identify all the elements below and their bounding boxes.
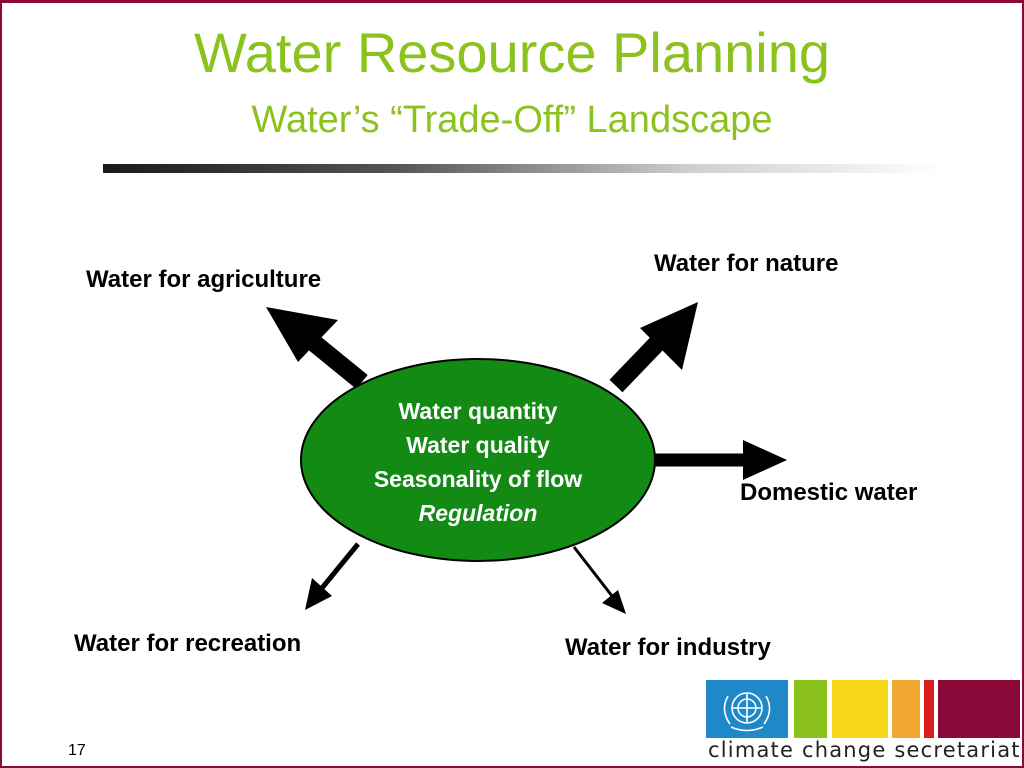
label-industry: Water for industry [565,634,771,661]
logo-text: climate change secretariat [708,738,1021,762]
slide-subtitle: Water’s “Trade-Off” Landscape [251,99,773,141]
center-line-seasonality: Seasonality of flow [373,466,583,492]
center-line-quality: Water quality [406,432,550,458]
un-emblem-icon [706,680,788,738]
logo-bar-maroon [938,680,1020,738]
center-text: Water quantity Water quality Seasonality… [300,394,656,530]
climate-change-secretariat-logo: climate change secretariat [706,680,1020,764]
logo-bar-green [794,680,827,738]
title-divider [103,164,943,173]
slide-title: Water Resource Planning [193,21,830,84]
center-ellipse [300,358,656,562]
label-domestic: Domestic water [740,479,918,506]
arrow-nature [609,302,698,393]
arrow-agriculture [266,307,368,389]
label-agriculture: Water for agriculture [86,266,322,293]
center-line-quantity: Water quantity [398,398,558,424]
logo-bar-yellow [832,680,888,738]
logo-bar-orange [892,680,920,738]
arrow-industry [572,546,626,614]
page-number: 17 [68,742,86,759]
arrow-recreation [305,542,360,610]
arrow-domestic [655,440,787,480]
center-line-regulation: Regulation [418,500,538,526]
logo-bar-red [924,680,934,738]
label-nature: Water for nature [654,250,839,277]
label-recreation: Water for recreation [74,630,302,657]
